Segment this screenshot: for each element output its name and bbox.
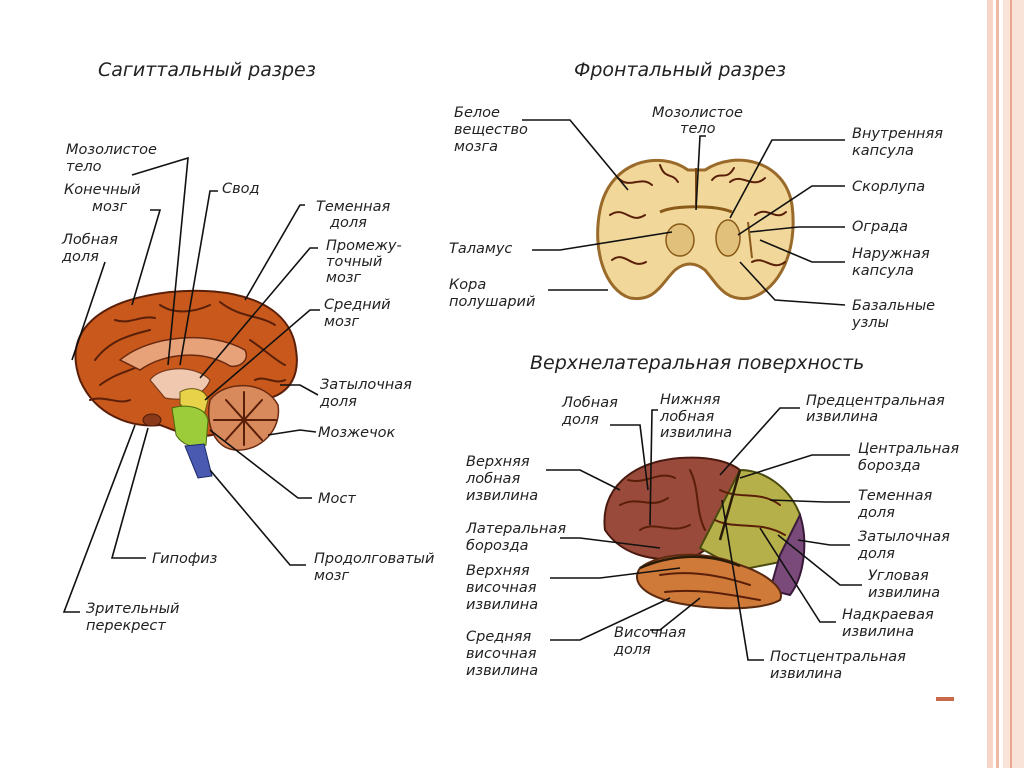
- sagittal-leaders: [62, 156, 320, 613]
- frontal-section-outline: [596, 158, 795, 301]
- title-sagittal: Сагиттальный разрез: [98, 59, 316, 81]
- frontal-brain-drawing: [596, 158, 795, 301]
- sagittal-medulla: [184, 443, 213, 479]
- frontal-corpus-callosum: [659, 205, 733, 214]
- sagittal-corpus-callosum: [118, 336, 247, 371]
- label-fornix: Свод: [222, 181, 260, 197]
- lateral-parietal-lobe: [698, 468, 802, 572]
- deco-dash: [936, 697, 954, 701]
- frontal-leaders: [522, 119, 846, 306]
- deco-strip-1: [987, 0, 993, 768]
- label-claustrum: Ограда: [852, 219, 908, 235]
- sagittal-brain-drawing: [74, 289, 298, 479]
- label-pons: Мост: [318, 491, 356, 507]
- title-lateral: Верхнелатеральная поверхность: [530, 352, 864, 374]
- label-putamen: Скорлупа: [852, 179, 925, 195]
- label-thalamus: Таламус: [449, 241, 512, 257]
- deco-strip-4: [1010, 0, 1012, 768]
- frontal-putamen: [715, 219, 741, 257]
- deco-strip-3: [1003, 0, 1024, 768]
- title-frontal: Фронтальный разрез: [574, 59, 786, 81]
- deco-strip-2: [996, 0, 999, 768]
- label-pituitary: Гипофиз: [152, 551, 218, 567]
- lateral-brain-drawing: [603, 456, 806, 610]
- frontal-thalamus: [665, 223, 695, 257]
- sagittal-pituitary: [142, 413, 162, 427]
- label-cerebellum: Мозжечок: [318, 425, 396, 441]
- sagittal-brainstem-green: [171, 405, 209, 448]
- lateral-leaders: [546, 407, 862, 661]
